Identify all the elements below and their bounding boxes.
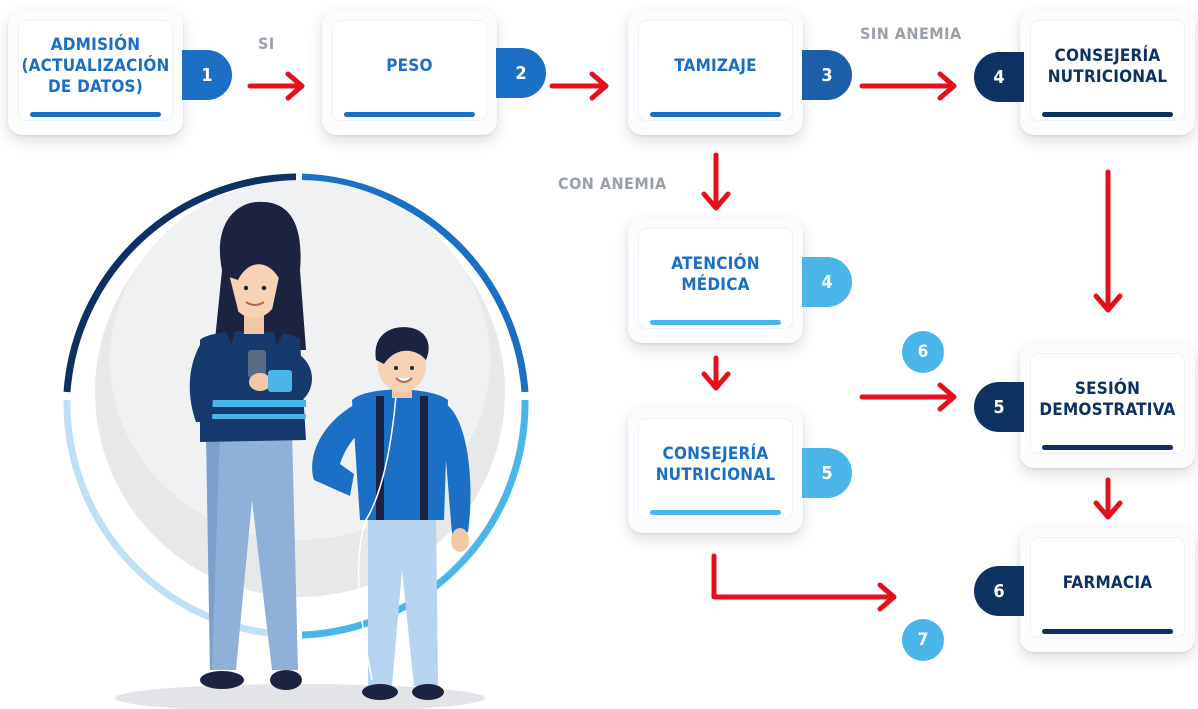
arrow-consejeria-to-farmacia [711, 553, 897, 612]
arrow-peso-to-tamizaje [549, 71, 609, 101]
step-badge-5-sesion: 5 [974, 382, 1024, 432]
family-illustration [63, 173, 529, 709]
step-badge-3: 3 [802, 50, 852, 100]
box-farmacia-bar [1042, 629, 1173, 634]
mother-figure [189, 201, 312, 690]
box-consejeria-mid-bar [650, 510, 781, 515]
arrow-to-sesion [859, 382, 957, 412]
boy-figure [312, 327, 471, 700]
box-admision: ADMISIÓN (ACTUALIZACIÓN DE DATOS) [8, 10, 183, 135]
box-tamizaje: TAMIZAJE [628, 10, 803, 135]
step-badge-5-consejeria: 5 [802, 448, 852, 498]
arrow-consejeria-to-sesion [1093, 169, 1123, 313]
box-atencion-bar [650, 320, 781, 325]
step-badge-1: 1 [182, 50, 232, 100]
label-sin-anemia: SIN ANEMIA [860, 24, 962, 43]
box-peso: PESO [322, 10, 497, 135]
box-admision-bar [30, 112, 161, 117]
box-farmacia: FARMACIA [1020, 527, 1195, 652]
arrow-admision-to-peso [247, 71, 305, 101]
circle-badge-7: 7 [902, 619, 944, 661]
arrow-tamizaje-to-atencion [701, 152, 731, 211]
arrow-atencion-to-consejeria [701, 355, 731, 391]
arrow-sesion-to-farmacia [1093, 477, 1123, 520]
box-consejeria-top-bar [1042, 112, 1173, 117]
label-si: SI [258, 34, 275, 53]
box-atencion: ATENCIÓN MÉDICA [628, 218, 803, 343]
step-badge-6-farmacia: 6 [974, 566, 1024, 616]
box-admision-label: ADMISIÓN (ACTUALIZACIÓN DE DATOS) [21, 35, 170, 97]
box-peso-label: PESO [386, 56, 433, 76]
step-badge-4-atencion: 4 [802, 257, 852, 307]
circle-badge-6: 6 [902, 331, 944, 373]
step-badge-2: 2 [496, 48, 546, 98]
ring-graphic [63, 173, 529, 639]
box-peso-bar [344, 112, 475, 117]
box-sesion: SESIÓN DEMOSTRATIVA [1020, 343, 1195, 468]
box-tamizaje-label: TAMIZAJE [674, 56, 757, 76]
box-consejeria-mid: CONSEJERÍA NUTRICIONAL [628, 408, 803, 533]
box-atencion-label: ATENCIÓN MÉDICA [671, 253, 760, 295]
box-consejeria-top-label: CONSEJERÍA NUTRICIONAL [1047, 45, 1168, 87]
step-badge-4-top: 4 [974, 52, 1024, 102]
box-sesion-bar [1042, 445, 1173, 450]
box-consejeria-top: CONSEJERÍA NUTRICIONAL [1020, 10, 1195, 135]
box-tamizaje-bar [650, 112, 781, 117]
box-consejeria-mid-label: CONSEJERÍA NUTRICIONAL [655, 443, 776, 485]
box-sesion-label: SESIÓN DEMOSTRATIVA [1039, 378, 1176, 420]
arrow-tamizaje-to-consejeria [859, 71, 957, 101]
box-farmacia-label: FARMACIA [1062, 573, 1153, 593]
label-con-anemia: CON ANEMIA [558, 174, 667, 193]
